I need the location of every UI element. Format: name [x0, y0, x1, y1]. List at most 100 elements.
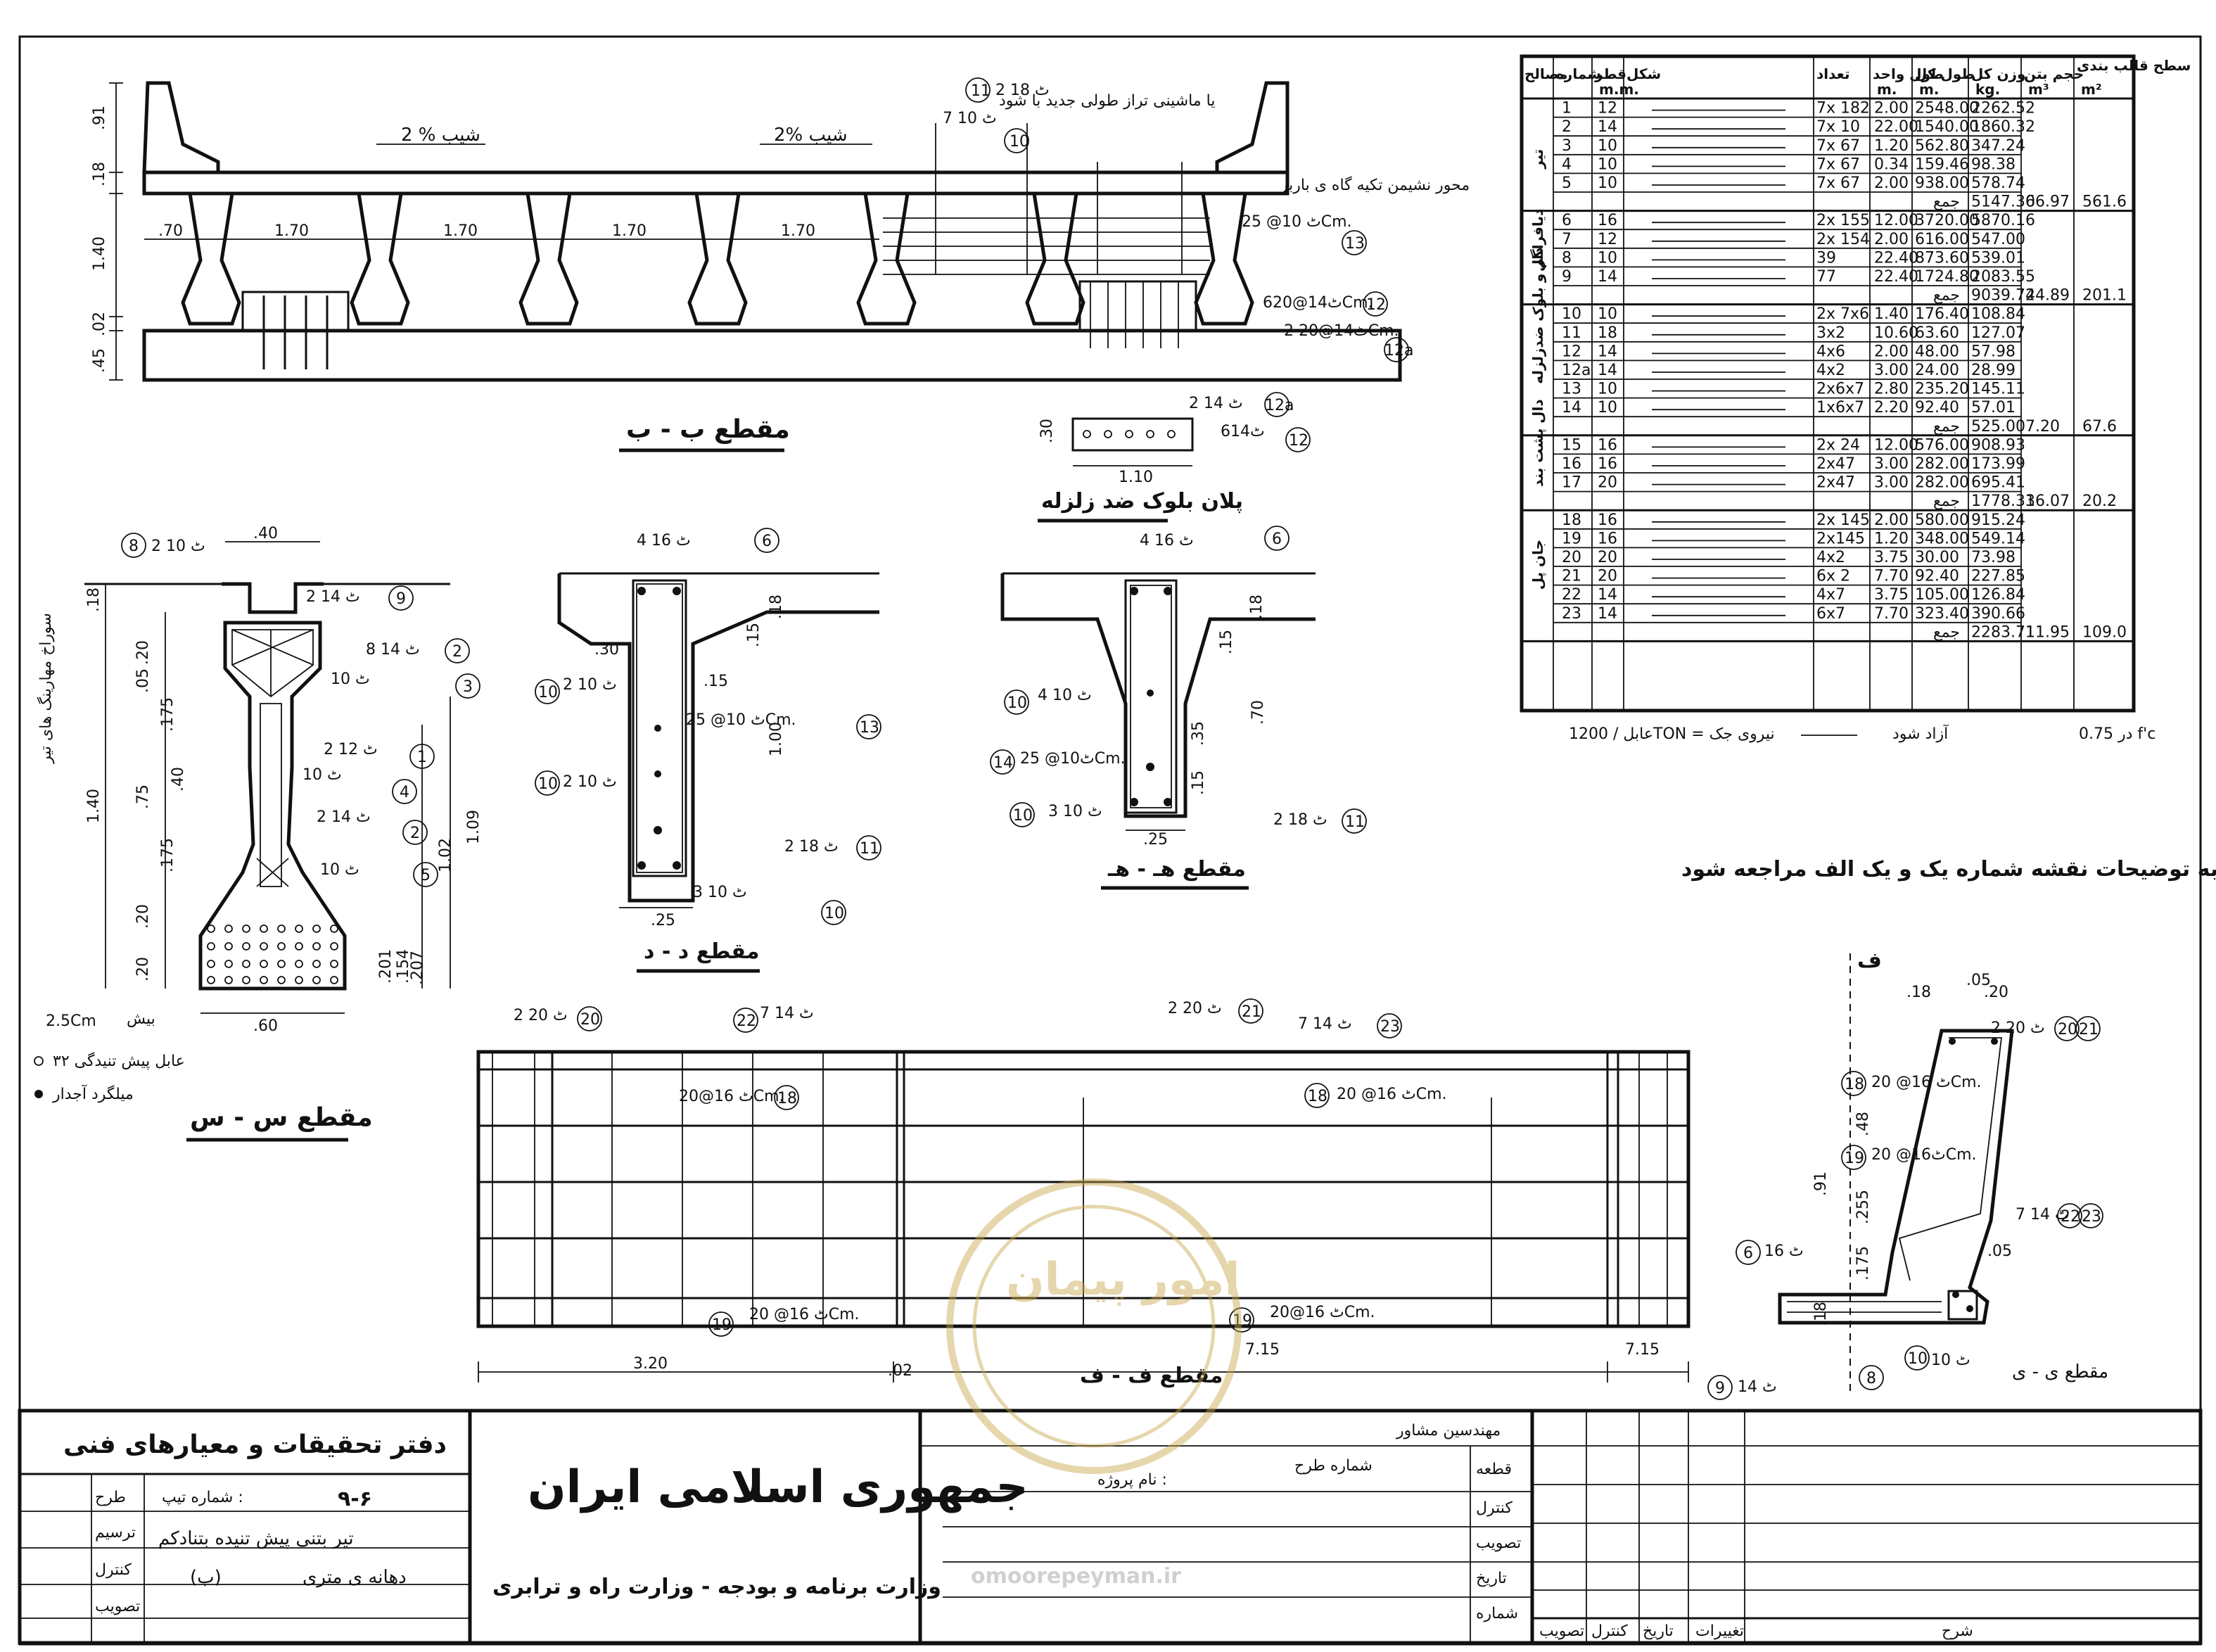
dd-callout-10b: 10 2 ٹ 10 — [535, 770, 617, 796]
bb-dim-140: 1.40 — [91, 236, 108, 271]
group-name: دیافراگم و بلوک ضدزلزله — [1529, 209, 1546, 384]
svg-text:ٹ10@ 25Cm.: ٹ10@ 25Cm. — [1020, 750, 1126, 768]
svg-text:2: 2 — [452, 643, 462, 661]
svg-text:7 ٹ 14: 7 ٹ 14 — [1298, 1015, 1352, 1033]
svg-text:.20: .20 — [1984, 984, 2008, 1001]
sheet-border — [18, 35, 2202, 1646]
svg-text:.207: .207 — [409, 951, 426, 985]
aq-callout-12: 12 6ٹ14 — [1221, 423, 1311, 452]
cable-note: در 0.75 f'c آزاد شود عابل / 1200TON = نی… — [1569, 724, 2216, 882]
row-number: 19 — [1562, 530, 1581, 547]
row-total-length: 24.00 — [1915, 362, 1959, 379]
row-number: 9 — [1562, 268, 1572, 286]
row-weight: 695.41 — [1971, 474, 2025, 492]
row-number: 21 — [1562, 568, 1581, 585]
row-total-length: 48.00 — [1915, 343, 1959, 360]
row-diameter: 16 — [1598, 455, 1617, 473]
svg-text:.18: .18 — [1906, 984, 1931, 1001]
svg-text:10: 10 — [824, 905, 844, 922]
row-weight: 145.11 — [1971, 381, 2025, 398]
row-unit-length: 22.40 — [1874, 268, 1918, 286]
svg-text:2 ٹ 18: 2 ٹ 18 — [995, 82, 1050, 99]
hh-callout-14: 14 ٹ10@ 25Cm. — [990, 749, 1126, 775]
row-count: 6x 2 — [1816, 568, 1850, 585]
row-total-length: 1540.00 — [1915, 118, 1979, 136]
yy-callout-22-23: 22 23 7 ٹ 14 — [2016, 1203, 2103, 1228]
yy-callout-10: ٹ 10 10 — [1904, 1345, 1970, 1371]
row-count: 7x 67 — [1816, 137, 1860, 155]
svg-text:آزاد شود: آزاد شود — [1892, 724, 1949, 743]
title-block: دفتر تحقیقات و معیارهای فنی شماره تیپ : … — [18, 1409, 2203, 1645]
svg-text:2 ٹ 18: 2 ٹ 18 — [1273, 811, 1327, 829]
consultant-label: مهندسین مشاور — [1396, 1422, 1501, 1440]
row-total-length: 938.00 — [1915, 174, 1969, 192]
dd-callout-10c: 10 3 ٹ 10 — [693, 884, 846, 925]
bb-spacing-3: 1.70 — [612, 222, 647, 240]
row-diameter: 18 — [1598, 324, 1617, 342]
svg-text:19: 19 — [1845, 1150, 1864, 1167]
svg-text:11: 11 — [971, 82, 991, 100]
table-header-unit: m. — [1877, 81, 1897, 98]
svg-text:.154: .154 — [395, 949, 412, 984]
svg-text:11: 11 — [860, 840, 879, 858]
row-count: 7x 182 — [1816, 100, 1870, 117]
anti-quake-title: پلان بلوک ضد زلزله — [1041, 489, 1243, 514]
section-ff-drawing — [476, 1050, 1690, 1383]
svg-text:ٹ 16@20Cm.: ٹ 16@20Cm. — [1270, 1304, 1375, 1321]
ss-callout-3: 3 ٹ 10 — [331, 671, 480, 699]
bb-spacing-4: 1.70 — [781, 222, 815, 240]
row-unit-length: 3.00 — [1874, 455, 1909, 473]
row-count: 2x6x7 — [1816, 381, 1864, 398]
svg-text:8: 8 — [129, 538, 139, 555]
svg-text:امور پیمان: امور پیمان — [1006, 1254, 1240, 1306]
svg-text:6ٹ14@20Cm.: 6ٹ14@20Cm. — [1263, 294, 1373, 312]
row-diameter: 10 — [1598, 305, 1617, 323]
row-diameter: 20 — [1598, 549, 1617, 566]
ff-callout-19a: 19 ٹ 16@ 20Cm. — [708, 1306, 860, 1337]
svg-text:.18: .18 — [85, 587, 103, 612]
svg-text:7 ٹ 14: 7 ٹ 14 — [760, 1005, 814, 1022]
row-total-length: 576.00 — [1915, 436, 1969, 454]
row-unit-length: 3.00 — [1874, 362, 1909, 379]
row-total-length: 176.40 — [1915, 305, 1969, 323]
row-unit-length: 3.75 — [1874, 586, 1909, 604]
svg-text:11: 11 — [1345, 813, 1365, 831]
desc-line2: دهانه ی متری — [303, 1567, 407, 1588]
ss-bottom-dim: .60 — [253, 1017, 278, 1035]
svg-text:3.20: 3.20 — [633, 1355, 668, 1373]
bb-spacing-70: .70 — [158, 222, 183, 240]
svg-text:1.09: 1.09 — [465, 810, 483, 844]
row-weight: 2262.52 — [1971, 100, 2035, 117]
ff-callout-18a: 18 ٹ 16@20Cm. — [679, 1085, 799, 1110]
row-count: 1x6x7 — [1816, 399, 1864, 417]
row-date: تاریخ — [1476, 1570, 1507, 1587]
svg-text:2 ٹ 20: 2 ٹ 20 — [1168, 1000, 1222, 1017]
group-volume: 11.95 — [2025, 623, 2070, 641]
row-diameter: 14 — [1598, 586, 1617, 604]
type-no-label: شماره تیپ : — [162, 1489, 243, 1506]
section-yy-title: مقطع ی - ی — [2012, 1361, 2108, 1383]
svg-text:12: 12 — [1289, 432, 1308, 450]
row-diameter: 16 — [1598, 436, 1617, 454]
aq-dim-30: .30 — [1038, 419, 1056, 443]
svg-text:ٹ 10: ٹ 10 — [331, 671, 370, 688]
row-number: 10 — [1562, 305, 1581, 323]
svg-text:ٹ 14: ٹ 14 — [1738, 1378, 1777, 1396]
yy-callout-6: 6 ٹ 16 — [1736, 1240, 1804, 1265]
row-count: 2x47 — [1816, 474, 1855, 492]
svg-text:2 ٹ 14: 2 ٹ 14 — [306, 588, 360, 606]
svg-text:1.40: 1.40 — [85, 789, 103, 823]
row-count: 7x 67 — [1816, 155, 1860, 173]
group-name: دال پشت بند — [1529, 399, 1547, 487]
row-unit-length: 3.75 — [1874, 549, 1909, 566]
bb-slope-left: 2 % شیب — [401, 125, 480, 146]
ss-callout-5: 5 ٹ 10 — [320, 861, 438, 887]
svg-text:ٹ 16@ 20Cm.: ٹ 16@ 20Cm. — [749, 1306, 860, 1323]
section-bb-labels: .91 .18 1.40 .02 .45 .70 1.70 1.70 1.70 … — [91, 77, 1470, 452]
table-header: مصالح — [1524, 65, 1568, 82]
legend-bar: میلگرد آجدار — [52, 1084, 134, 1103]
row-weight: 390.66 — [1971, 605, 2025, 623]
general-note: قبل از اجرا به توضیحات نقشه شماره یک و ی… — [1681, 857, 2216, 882]
svg-text:10: 10 — [1010, 133, 1029, 151]
row-unit-length: 22.00 — [1874, 118, 1918, 136]
